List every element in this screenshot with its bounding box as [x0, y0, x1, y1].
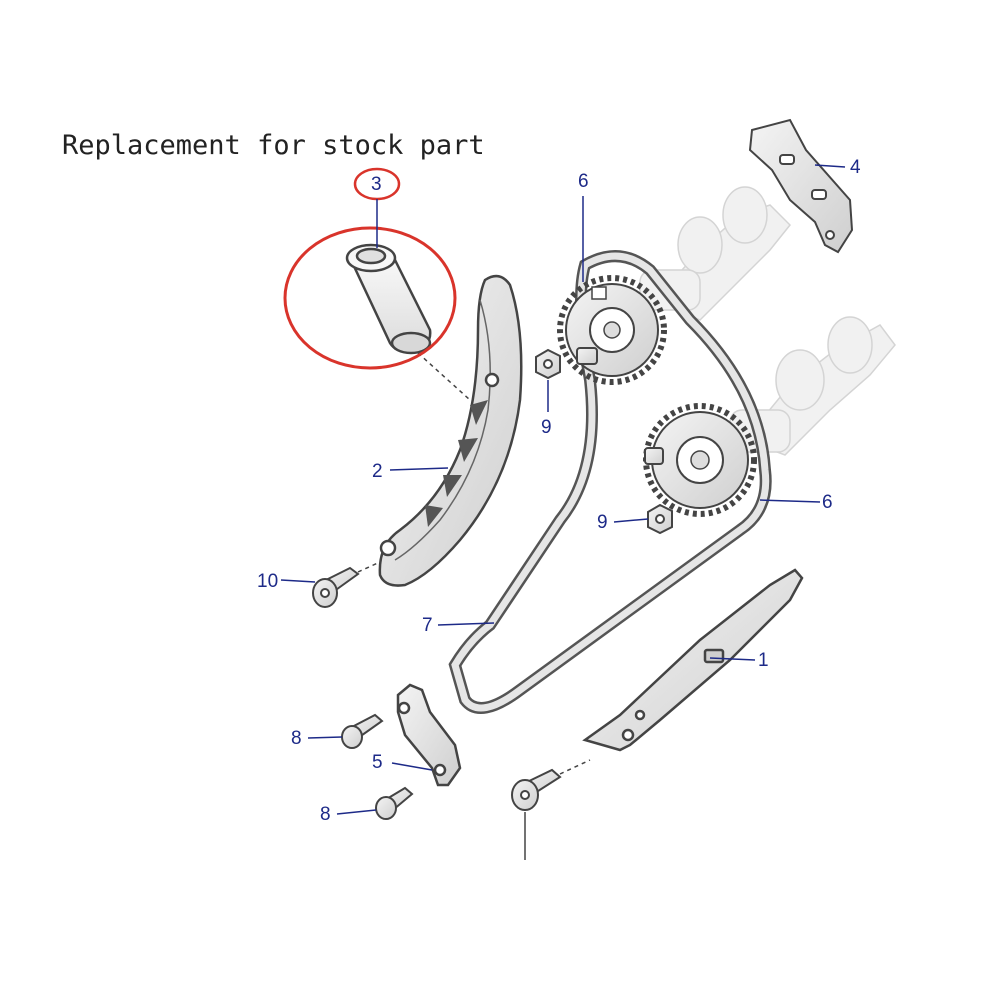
part-10-bolt — [312, 566, 360, 608]
callout-9-upper: 9 — [541, 417, 552, 438]
sprocket-bolts — [576, 347, 664, 465]
callout-8-upper: 8 — [291, 728, 302, 749]
callout-3: 3 — [371, 174, 382, 195]
part-9-nut-upper — [535, 348, 561, 380]
part-9-nut-lower — [647, 503, 673, 535]
callout-10: 10 — [257, 571, 279, 592]
part-5-bracket — [396, 683, 462, 787]
part-8-bolt-upper — [341, 713, 384, 749]
callout-1: 1 — [758, 650, 769, 671]
part-7-timing-chain — [448, 250, 772, 714]
part-3-leader-dashes — [417, 352, 471, 401]
part-8-bolt-lower — [375, 786, 414, 820]
leader-lines — [280, 164, 846, 815]
callout-6-lower: 6 — [822, 492, 833, 513]
guide-rail-bolt — [511, 768, 562, 811]
callout-5: 5 — [372, 752, 383, 773]
part-2-tensioner-rail — [378, 274, 523, 587]
callout-2: 2 — [372, 461, 383, 482]
callout-8-lower: 8 — [320, 804, 331, 825]
part-3-tensioner-plunger — [345, 243, 432, 355]
highlight-circle-part-3 — [283, 226, 457, 370]
part-1-guide-rail — [582, 568, 804, 752]
callout-9-lower: 9 — [597, 512, 608, 533]
callout-7: 7 — [422, 615, 433, 636]
caption-replacement-note: Replacement for stock part — [62, 130, 485, 161]
part-4-bracket — [748, 118, 854, 254]
upper-camshaft — [639, 186, 792, 321]
callout-6-upper: 6 — [578, 171, 589, 192]
callout-4: 4 — [850, 157, 861, 178]
